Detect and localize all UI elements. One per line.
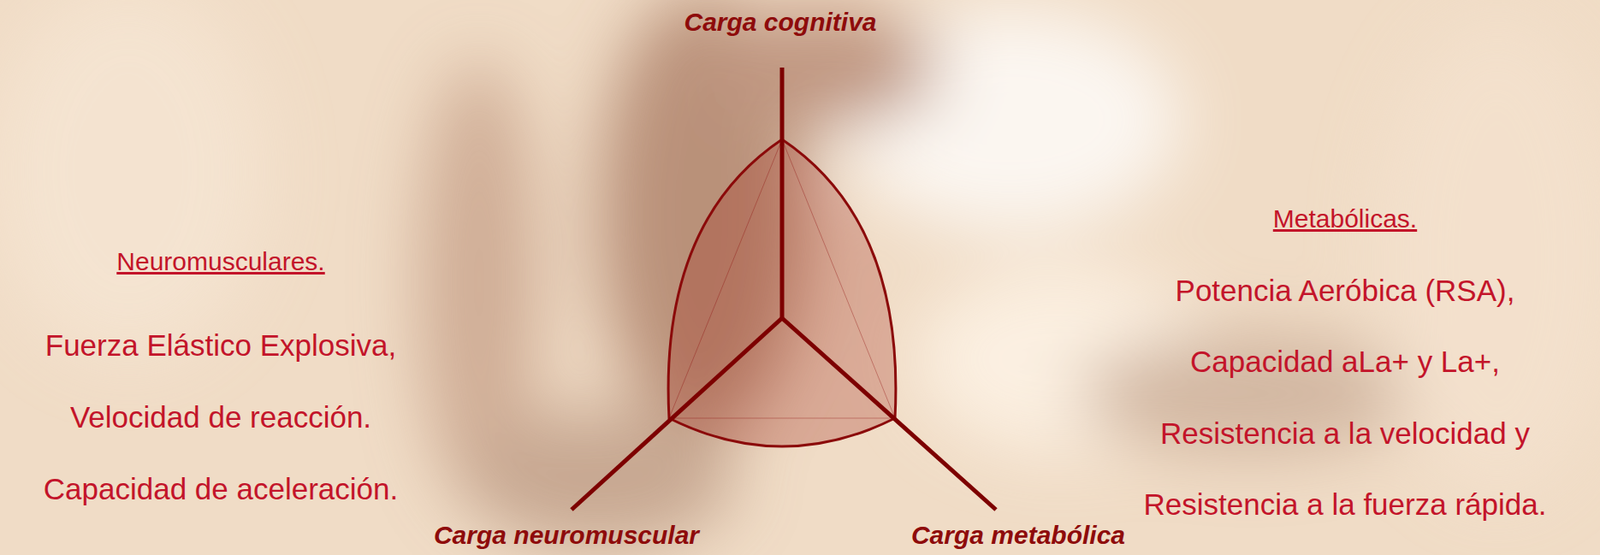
axis-line (780, 67, 785, 319)
capacity-item: Velocidad de reacción. (70, 400, 372, 435)
axes (571, 67, 996, 510)
group-heading: Neuromusculares. (116, 247, 325, 278)
axis-line (571, 318, 783, 510)
group-heading: Metabólicas. (1273, 204, 1417, 235)
capacity-item: Capacidad aLa+ y La+, (1190, 344, 1500, 380)
capacity-item: Potencia Aeróbica (RSA), (1175, 273, 1516, 309)
axis-label: Carga cognitiva (683, 7, 877, 38)
capacity-item: Capacidad de aceleración. (43, 472, 398, 507)
axis-label: Carga neuromuscular (433, 521, 700, 552)
capacity-item: Resistencia a la velocidad y (1160, 416, 1530, 451)
axis-line (782, 318, 996, 510)
capacity-item: Fuerza Elástico Explosiva, (45, 328, 397, 363)
axis-label: Carga metabólica (911, 521, 1126, 552)
capacity-item: Resistencia a la fuerza rápida. (1143, 487, 1547, 522)
